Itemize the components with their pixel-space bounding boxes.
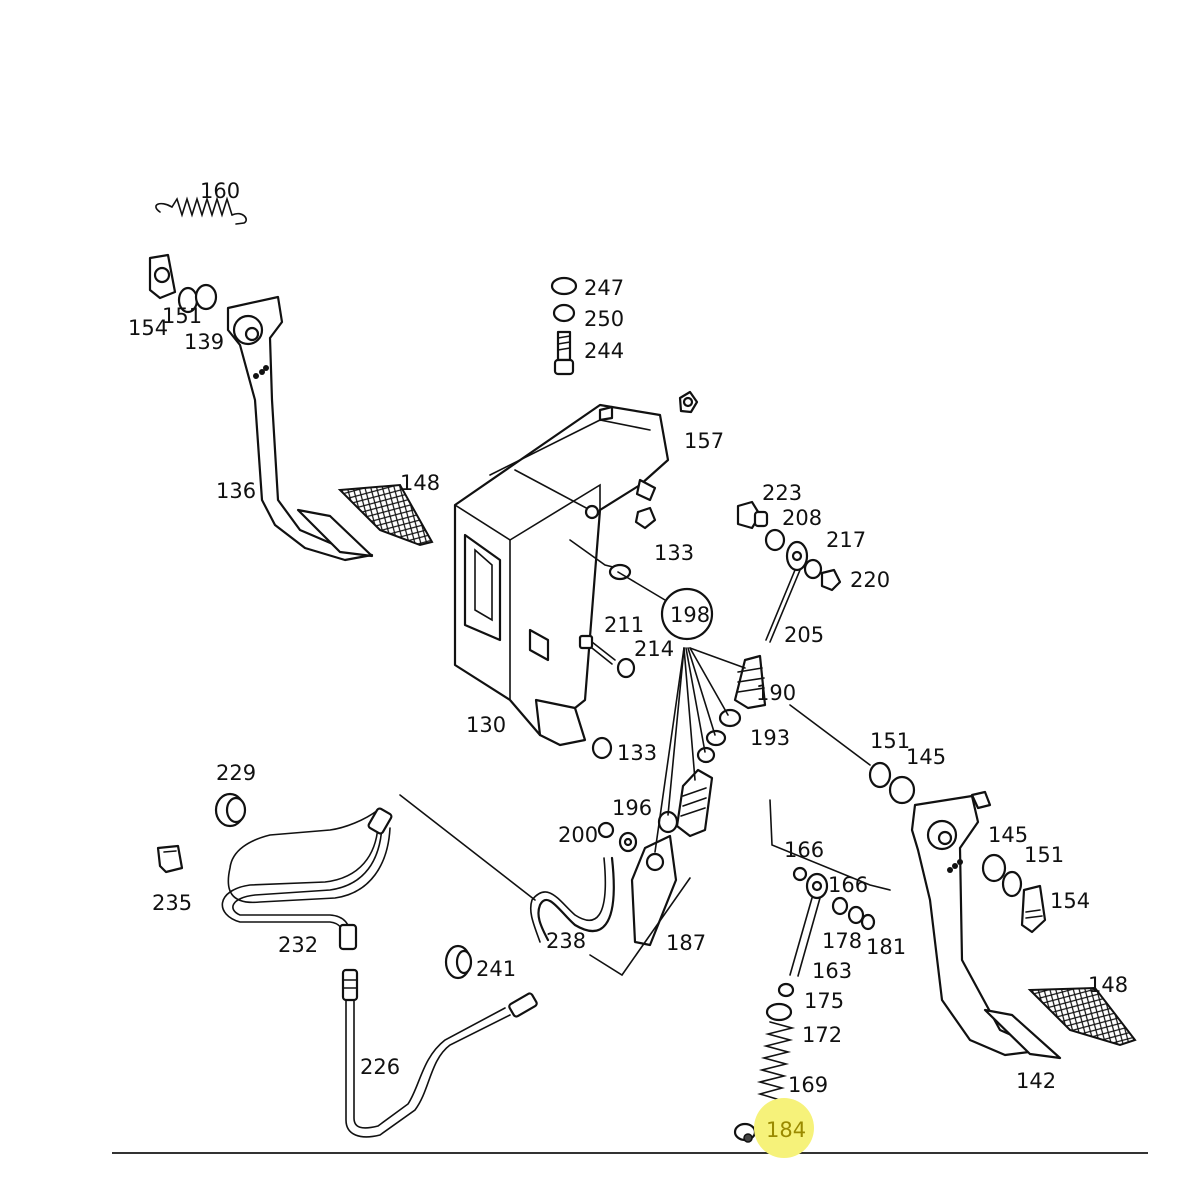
nut-133-upper: [634, 506, 657, 530]
label-214: 214: [634, 637, 674, 661]
bolt-stack-244: [550, 276, 578, 376]
label-172: 172: [802, 1023, 842, 1047]
label-196: 196: [612, 796, 652, 820]
label-241: 241: [476, 957, 516, 981]
label-235: 235: [152, 891, 192, 915]
return-spring-160: [155, 196, 247, 225]
label-232: 232: [278, 933, 318, 957]
clip-196: [597, 821, 638, 853]
label-190: 190: [756, 681, 796, 705]
label-250: 250: [584, 307, 624, 331]
label-163: 163: [812, 959, 852, 983]
nut-133-lower: [591, 736, 613, 760]
label-133: 133: [617, 741, 657, 765]
label-244: 244: [584, 339, 624, 363]
label-220: 220: [850, 568, 890, 592]
label-130: 130: [466, 713, 506, 737]
hose-238: [537, 856, 615, 942]
brake-line-232: [221, 807, 393, 1002]
label-148: 148: [400, 471, 440, 495]
leader-190-151: [789, 704, 871, 766]
label-142: 142: [1016, 1069, 1056, 1093]
label-184: 184: [766, 1118, 806, 1142]
bolt-211: [578, 634, 636, 679]
label-166: 166: [828, 873, 868, 897]
clutch-pedal-136: [148, 253, 374, 562]
label-211: 211: [604, 613, 644, 637]
highlight-184: [754, 1098, 814, 1158]
clip-235: [156, 844, 184, 874]
brake-line-226: [345, 992, 538, 1138]
brake-pedal-142: [868, 761, 1062, 1060]
label-145: 145: [988, 823, 1028, 847]
label-145: 145: [906, 745, 946, 769]
label-148: 148: [1088, 973, 1128, 997]
label-187: 187: [666, 931, 706, 955]
nut-157: [678, 390, 699, 414]
label-181: 181: [866, 935, 906, 959]
label-208: 208: [782, 506, 822, 530]
label-154: 154: [1050, 889, 1090, 913]
label-217: 217: [826, 528, 866, 552]
label-175: 175: [804, 989, 844, 1013]
label-178: 178: [822, 929, 862, 953]
label-226: 226: [360, 1055, 400, 1079]
pedal-pad-148-right: [1027, 986, 1137, 1047]
label-139: 139: [184, 330, 224, 354]
bushings-145-151-154-right: [981, 853, 1047, 934]
label-154: 154: [128, 316, 168, 340]
label-151: 151: [870, 729, 910, 753]
label-133: 133: [654, 541, 694, 565]
label-200: 200: [558, 823, 598, 847]
grommet-229: [214, 792, 247, 828]
label-193: 193: [750, 726, 790, 750]
pushrod-205-assembly: [736, 500, 842, 643]
label-157: 157: [684, 429, 724, 453]
label-169: 169: [788, 1073, 828, 1097]
label-136: 136: [216, 479, 256, 503]
group-198: [617, 571, 746, 853]
pedal-bracket-130: [453, 403, 670, 747]
hose-238-inner: [529, 857, 607, 943]
label-151: 151: [1024, 843, 1064, 867]
label-223: 223: [762, 481, 802, 505]
frame-187: [399, 794, 691, 977]
grommet-241: [444, 944, 473, 980]
label-238: 238: [546, 929, 586, 953]
label-229: 229: [216, 761, 256, 785]
label-166: 166: [784, 838, 824, 862]
label-160: 160: [200, 179, 240, 203]
label-205: 205: [784, 623, 824, 647]
part-labels: 160 154 151 139 136 148 247 250 244 157 …: [128, 179, 1128, 1142]
label-247: 247: [584, 276, 624, 300]
master-cylinder-187: [630, 654, 767, 947]
spring-stack-169: [733, 799, 891, 1143]
label-151: 151: [162, 304, 202, 328]
label-198: 198: [670, 603, 710, 627]
pedal-pad-148-left: [337, 483, 434, 547]
